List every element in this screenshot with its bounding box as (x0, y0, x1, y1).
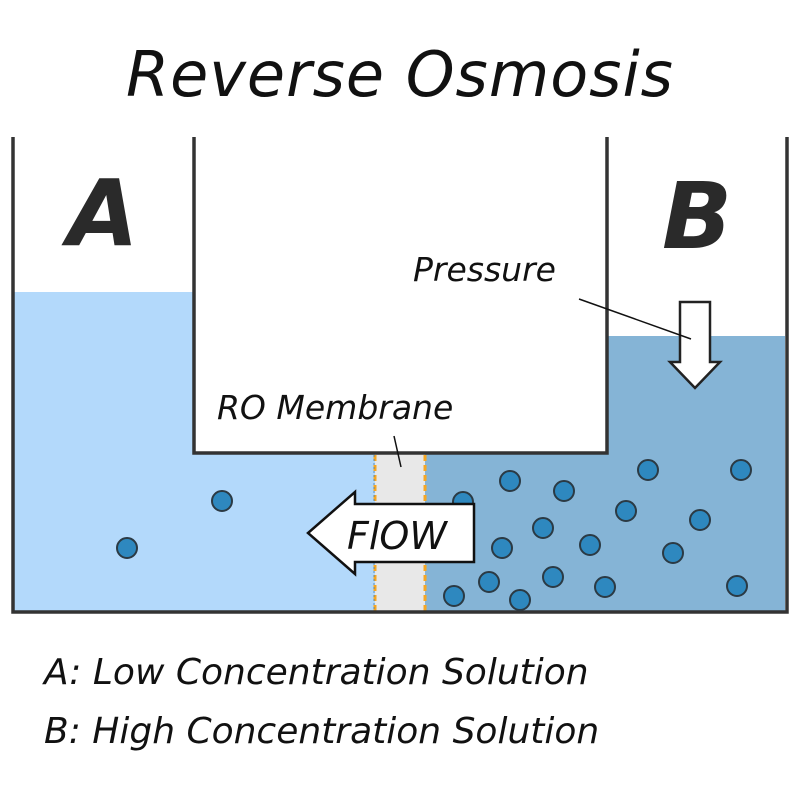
legend-item-a: A: Low Concentration Solution (42, 652, 589, 693)
particle-b (730, 459, 752, 481)
particle-b (553, 480, 575, 502)
particle-b (726, 575, 748, 597)
particle-b (499, 470, 521, 492)
particle-b (637, 459, 659, 481)
particle-b (579, 534, 601, 556)
diagram-title: Reverse Osmosis (126, 38, 674, 111)
particle-b (615, 500, 637, 522)
pressure-label: Pressure (413, 250, 556, 289)
particle-b (532, 517, 554, 539)
compartment-b-label: B (662, 163, 732, 270)
particle-b (443, 585, 465, 607)
particle-b (542, 566, 564, 588)
piston (194, 137, 607, 453)
particle-b (689, 509, 711, 531)
particle-a (211, 490, 233, 512)
particle-b (478, 571, 500, 593)
pressure-arrow-icon (667, 300, 723, 390)
pressure-leader-line (578, 298, 692, 340)
legend-item-b: B: High Concentration Solution (44, 711, 599, 752)
particle-b (491, 537, 513, 559)
particle-b (662, 542, 684, 564)
membrane-leader-line (393, 435, 402, 468)
compartment-a-label: A (61, 160, 138, 267)
flow-label: FlOW (347, 514, 448, 558)
particle-a (116, 537, 138, 559)
piston-outline (192, 137, 609, 455)
membrane-label: RO Membrane (217, 388, 453, 427)
flow-arrow-icon (306, 489, 476, 577)
particle-b (509, 589, 531, 611)
particle-b (594, 576, 616, 598)
tank-outline (11, 137, 789, 614)
